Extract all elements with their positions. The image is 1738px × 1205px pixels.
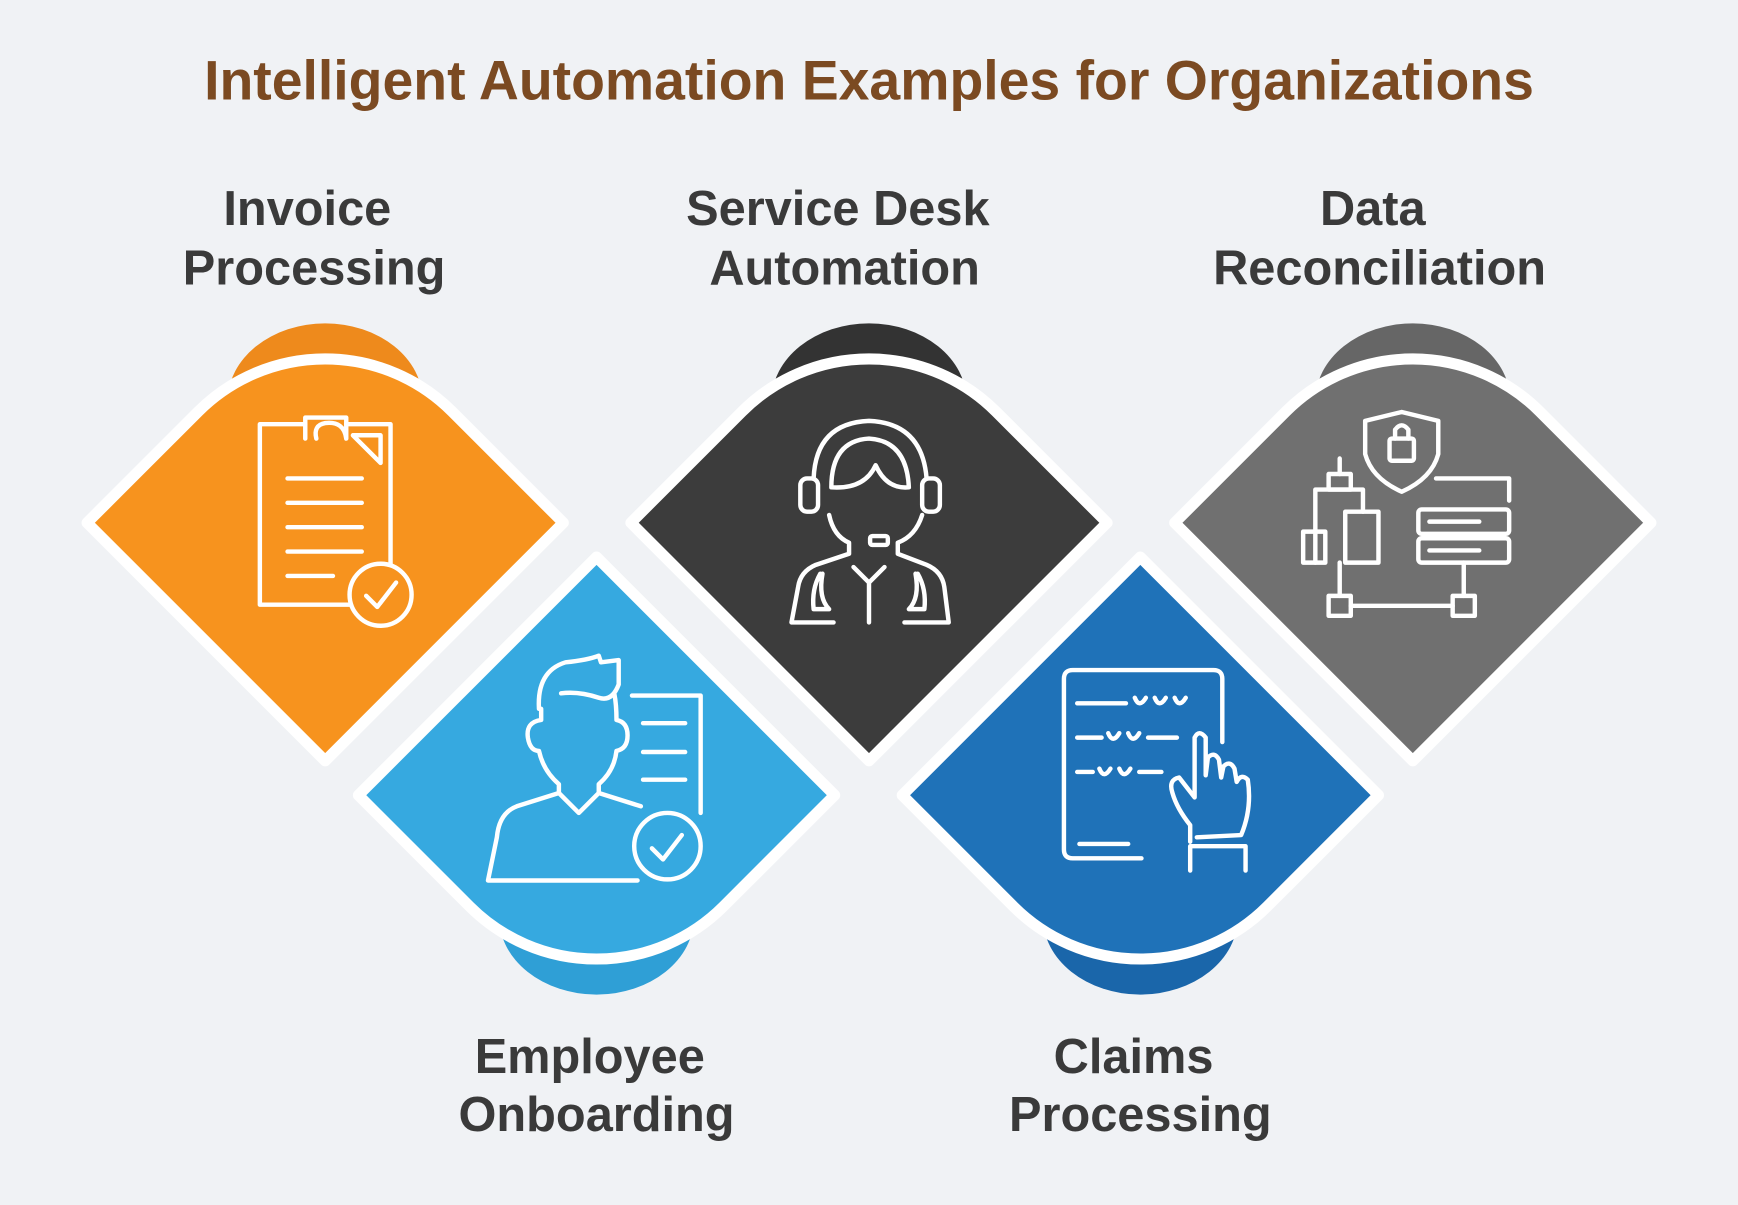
page-title: Intelligent Automation Examples for Orga… bbox=[204, 50, 1534, 112]
label-claims-processing: Claims Processing bbox=[1009, 1030, 1272, 1142]
label-employee-onboarding: Employee Onboarding bbox=[459, 1030, 735, 1142]
data-security-network-icon bbox=[1300, 409, 1512, 619]
document-hand-touch-icon bbox=[1061, 667, 1252, 873]
clipboard-check-icon bbox=[257, 415, 414, 628]
label-data-reconciliation: Data Reconciliation bbox=[1213, 182, 1546, 296]
headset-agent-icon bbox=[789, 418, 951, 625]
diamond-claims-processing bbox=[896, 551, 1385, 965]
diamond-data-reconciliation bbox=[1169, 353, 1657, 767]
diamond-service-desk bbox=[625, 353, 1113, 767]
person-document-check-icon bbox=[485, 653, 703, 883]
label-invoice-processing: Invoice Processing bbox=[183, 182, 446, 296]
diamond-employee-onboarding bbox=[352, 551, 841, 965]
diamond-invoice-processing bbox=[81, 353, 569, 767]
label-service-desk-automation: Service Desk Automation bbox=[686, 182, 1003, 296]
